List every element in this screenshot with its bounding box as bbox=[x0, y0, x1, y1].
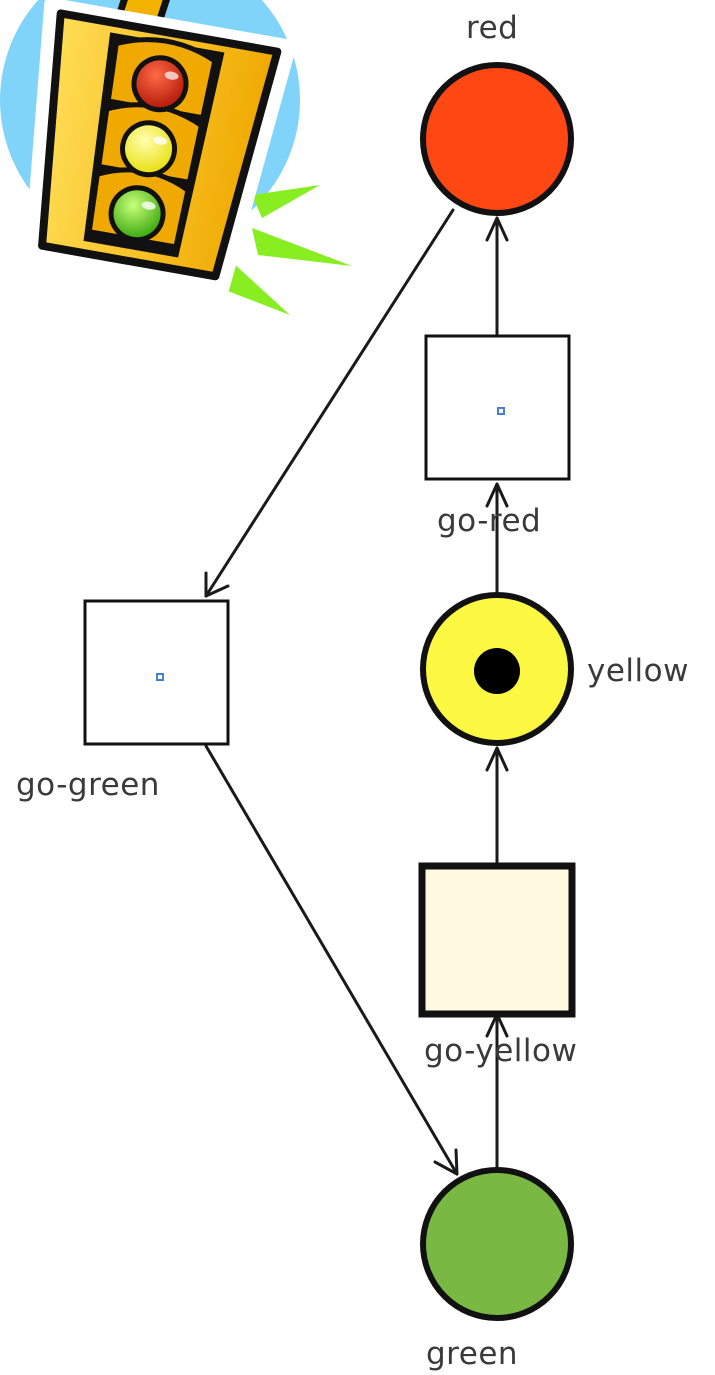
arc-go-yellow-to-yellow bbox=[485, 746, 509, 868]
transition-label-go-green: go-green bbox=[16, 767, 160, 803]
place-yellow[interactable] bbox=[420, 592, 574, 746]
red-lamp-icon bbox=[131, 55, 189, 113]
place-label-red: red bbox=[466, 10, 519, 46]
arc-go-red-to-red bbox=[485, 216, 509, 338]
transition-go-green[interactable] bbox=[83, 599, 230, 746]
transition-label-go-yellow: go-yellow bbox=[424, 1033, 578, 1069]
arc-go-green-to-green bbox=[204, 744, 459, 1176]
place-red[interactable] bbox=[420, 62, 574, 216]
transition-go-red[interactable] bbox=[424, 334, 571, 481]
glow-ray-icon bbox=[252, 185, 320, 218]
transition-go-yellow[interactable] bbox=[418, 862, 576, 1018]
yellow-lamp-icon bbox=[120, 120, 178, 178]
arc-yellow-to-go-red bbox=[485, 482, 509, 598]
transition-label-go-red: go-red bbox=[437, 503, 542, 539]
place-label-green: green bbox=[426, 1336, 519, 1372]
token bbox=[474, 648, 520, 694]
transition-marker-icon bbox=[156, 673, 164, 681]
arc-red-to-go-green bbox=[204, 208, 455, 598]
transition-marker-icon bbox=[497, 407, 505, 415]
glow-ray-icon bbox=[220, 262, 290, 315]
green-lamp-icon bbox=[108, 185, 166, 243]
place-green[interactable] bbox=[420, 1167, 574, 1321]
place-label-yellow: yellow bbox=[587, 653, 689, 689]
traffic-light-icon bbox=[0, 0, 352, 315]
glow-ray-icon bbox=[252, 228, 352, 266]
